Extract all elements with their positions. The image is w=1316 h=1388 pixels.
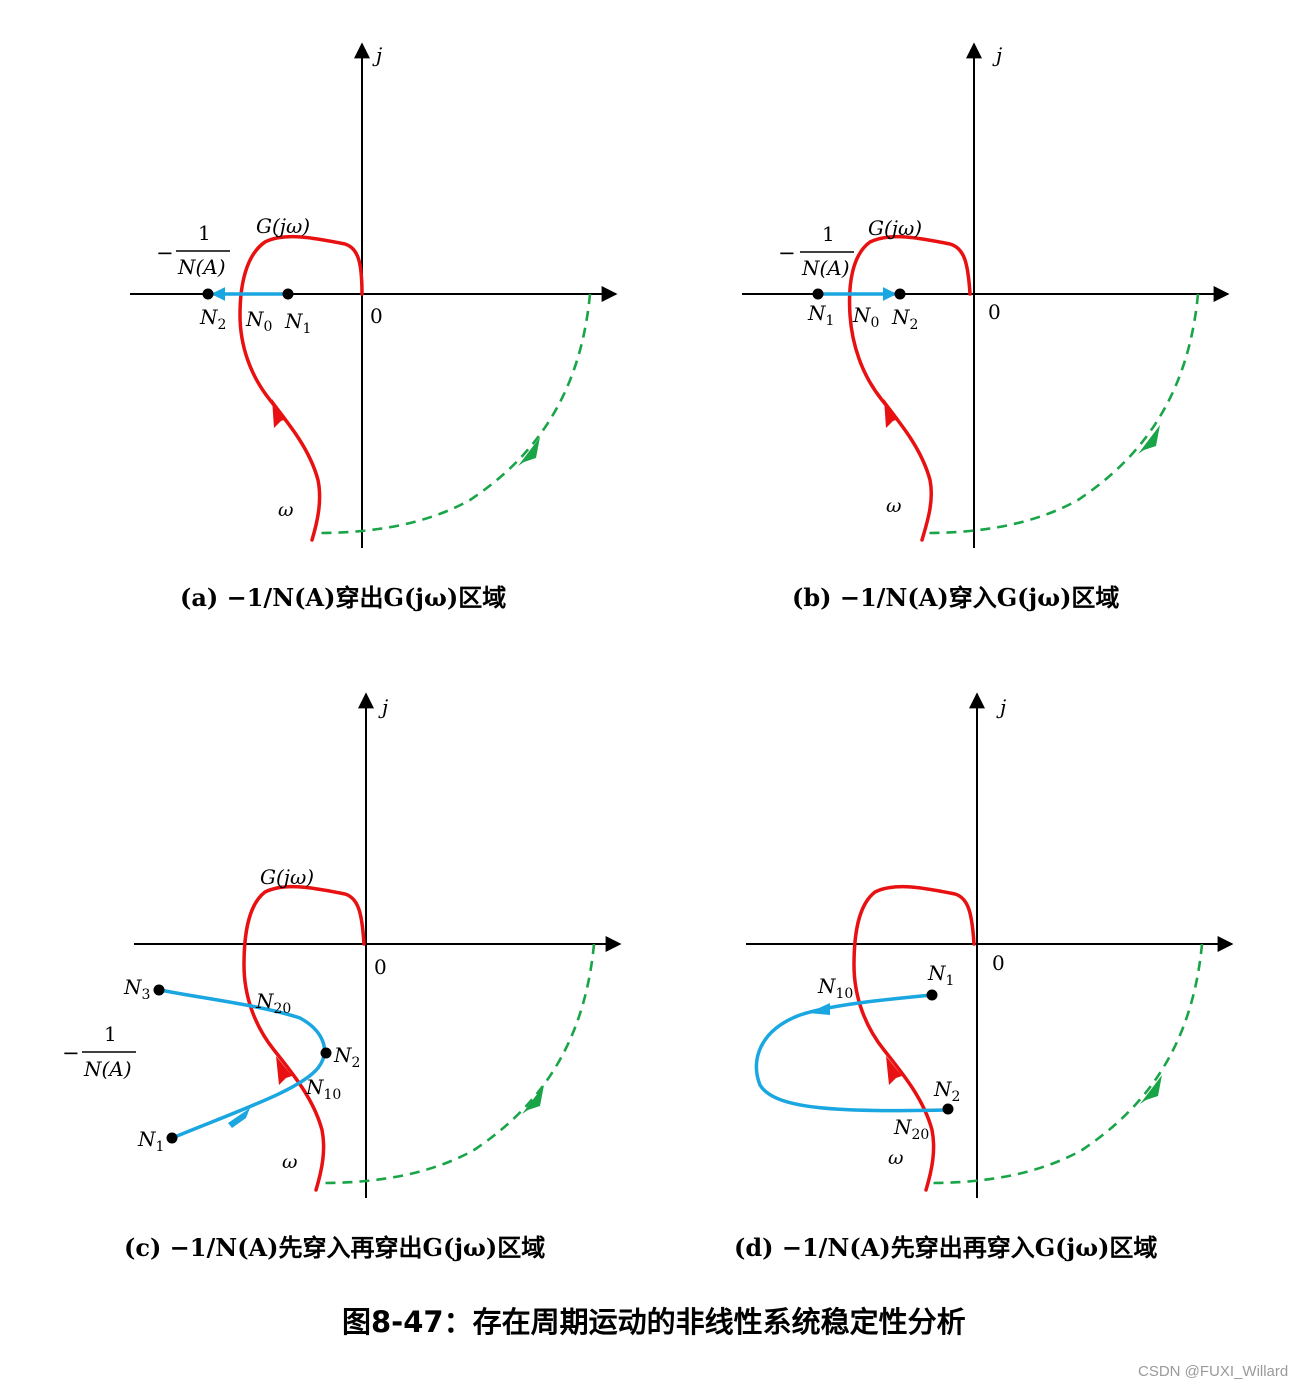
omega-label: ω [886, 495, 902, 517]
axis-j-label: j [992, 43, 1002, 67]
label-N10: N10 [817, 974, 853, 1002]
axis-j-label: j [378, 695, 388, 719]
fraction-denominator: N(A) [801, 256, 850, 280]
mirror-curve [321, 943, 596, 1185]
neg-sign: − [62, 1041, 80, 1065]
g-label: G(jω) [256, 214, 310, 238]
point-N2 [942, 1103, 954, 1115]
point-N1 [166, 1132, 178, 1144]
label-N1: N1 [807, 301, 834, 329]
label-N0: N0 [245, 307, 272, 335]
neg-sign: − [156, 241, 174, 265]
origin-label: 0 [988, 300, 1001, 324]
omega-direction-arrow [272, 399, 287, 428]
axis-j-label: j [372, 43, 382, 67]
label-N0: N0 [852, 303, 879, 331]
label-N10: N10 [305, 1075, 341, 1103]
omega-direction-arrow [886, 1056, 902, 1085]
mirror-direction-arrow [518, 437, 540, 466]
watermark: CSDN @FUXI_Willard [1138, 1363, 1288, 1380]
caption-d: (d) −1/N(A)先穿出再穿入G(jω)区域 [734, 1233, 1157, 1262]
caption-b: (b) −1/N(A)穿入G(jω)区域 [792, 583, 1119, 612]
g-curve [242, 884, 366, 1192]
df-direction-arrow [808, 1003, 830, 1015]
origin-label: 0 [370, 304, 383, 328]
label-N2: N2 [933, 1077, 960, 1105]
point-N1 [812, 288, 824, 300]
caption-a: (a) −1/N(A)穿出G(jω)区域 [180, 583, 506, 612]
fraction-denominator: N(A) [177, 255, 226, 279]
g-curve [238, 234, 364, 542]
g-label: G(jω) [868, 216, 922, 240]
g-label: G(jω) [260, 865, 314, 889]
fraction-numerator: 1 [198, 221, 211, 245]
panel-c: j 0 G(jω) ω − 1 N(A) N3 N20 N2 N10 N1 (c… [62, 692, 622, 1262]
label-N2: N2 [333, 1043, 360, 1071]
point-N2 [202, 288, 214, 300]
label-N3: N3 [123, 975, 150, 1003]
panel-d: j 0 ω N10 N1 N2 N20 (d) −1/N(A)先穿出再穿入G(j… [734, 692, 1234, 1262]
point-N2 [320, 1047, 332, 1059]
label-N20: N20 [255, 989, 291, 1017]
point-N3 [153, 984, 165, 996]
mirror-direction-arrow [1140, 1075, 1162, 1104]
g-curve [852, 884, 976, 1192]
label-N1: N1 [137, 1127, 164, 1155]
panel-a: j 0 G(jω) ω − 1 N(A) N2 N0 N1 (a) −1/N(A… [130, 42, 618, 612]
origin-label: 0 [374, 955, 387, 979]
figure-title: 图8-47：存在周期运动的非线性系统稳定性分析 [342, 1305, 966, 1339]
mirror-direction-arrow [522, 1085, 544, 1114]
label-N2: N2 [199, 305, 226, 333]
omega-direction-arrow [276, 1056, 292, 1085]
mirror-direction-arrow [1138, 425, 1160, 454]
neg-sign: − [778, 241, 796, 265]
label-N1: N1 [927, 961, 954, 989]
point-N1 [926, 989, 938, 1001]
label-N2: N2 [891, 305, 918, 333]
label-N20: N20 [893, 1115, 929, 1143]
panel-b: j 0 G(jω) ω − 1 N(A) N1 N0 N2 (b) −1/N(A… [742, 42, 1230, 612]
point-N1 [282, 288, 294, 300]
origin-label: 0 [992, 951, 1005, 975]
g-curve [847, 234, 972, 542]
omega-label: ω [282, 1151, 298, 1173]
fraction-numerator: 1 [822, 222, 835, 246]
mirror-curve [929, 943, 1204, 1185]
axis-j-label: j [996, 695, 1006, 719]
omega-direction-arrow [884, 399, 899, 428]
mirror-curve [317, 293, 592, 535]
mirror-curve [925, 293, 1200, 535]
point-N2 [894, 288, 906, 300]
fraction-denominator: N(A) [83, 1057, 132, 1081]
describing-function-path [158, 988, 327, 1140]
describing-function-path [754, 993, 950, 1113]
omega-label: ω [278, 499, 294, 521]
df-direction-arrow [228, 1108, 250, 1128]
fraction-numerator: 1 [104, 1022, 117, 1046]
label-N1: N1 [284, 309, 311, 337]
omega-label: ω [888, 1147, 904, 1169]
caption-c: (c) −1/N(A)先穿入再穿出G(jω)区域 [124, 1233, 545, 1262]
